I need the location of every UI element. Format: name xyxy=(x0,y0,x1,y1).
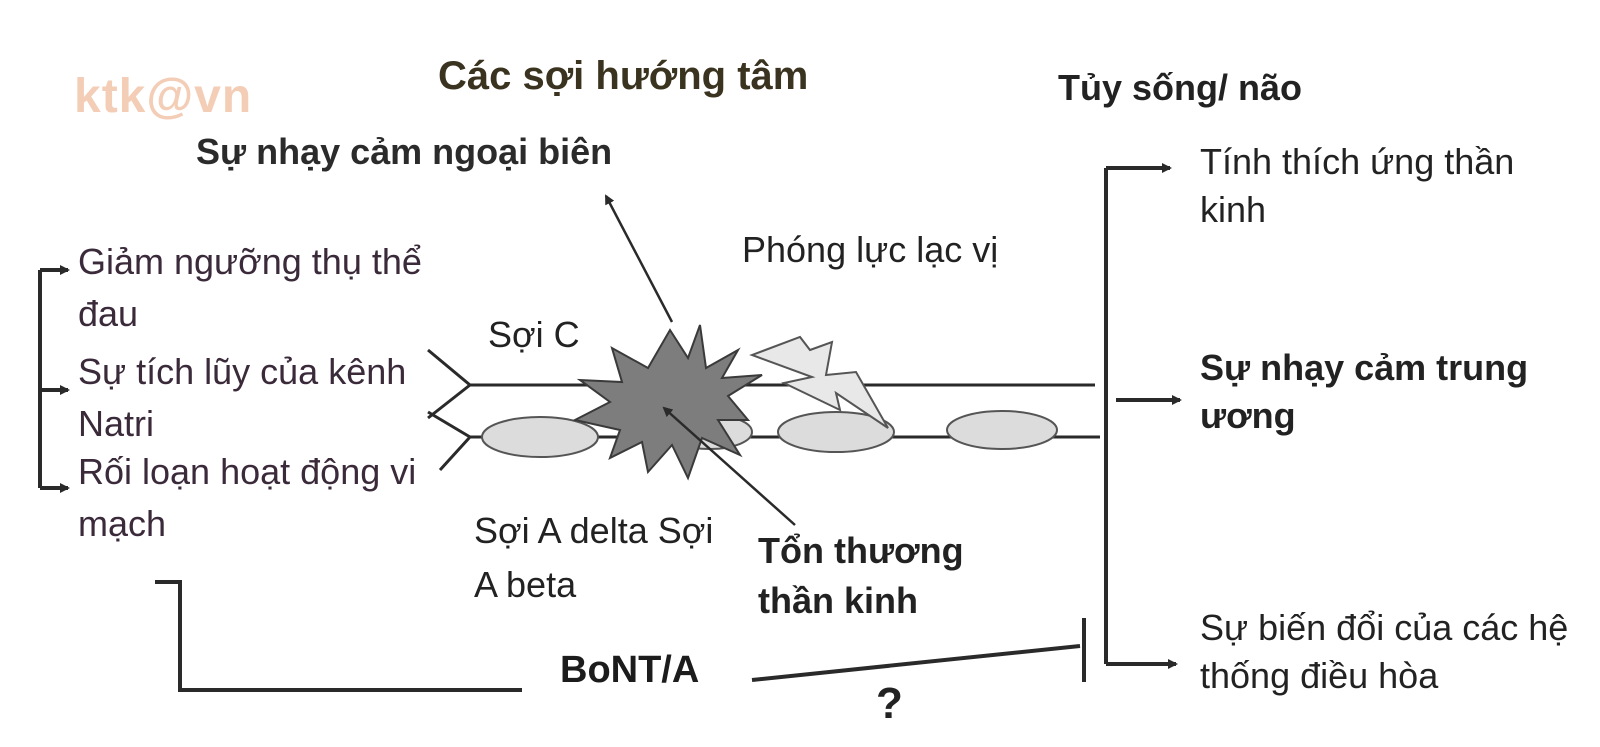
left-effect-microvascular: Rối loạn hoạt động vi mạch xyxy=(78,451,417,544)
arrow-injury-to-site xyxy=(662,406,796,526)
label-question-mark: ? xyxy=(876,679,903,728)
label-c-fiber: Sợi C xyxy=(488,314,580,355)
right-effect-excitability: Tính thích ứng thần kinh xyxy=(1200,141,1515,230)
label-nerve-injury: Tổn thương thần kinh xyxy=(758,530,964,621)
label-bont-a: BoNT/A xyxy=(560,649,700,691)
label-ectopic-discharge: Phóng lực lạc vị xyxy=(742,229,999,270)
myelin-sheaths xyxy=(481,410,1058,458)
bont-inhibition xyxy=(155,580,1086,692)
header-spinal-brain: Tủy sống/ não xyxy=(1058,67,1303,108)
header-afferent-fibers: Các sợi hướng tâm xyxy=(438,54,809,98)
label-peripheral-sensitization: Sự nhạy cảm ngoại biên xyxy=(196,131,613,172)
left-bracket xyxy=(38,265,70,493)
myelin-oval-1 xyxy=(481,416,599,458)
left-effect-nociceptor-threshold: Giảm ngưỡng thụ thể đau xyxy=(78,241,422,334)
watermark: ktk@vn xyxy=(74,70,253,123)
arrow-to-peripheral-sensitization xyxy=(604,194,674,323)
myelin-oval-4 xyxy=(946,410,1058,450)
right-effect-regulatory-changes: Sự biến đổi của các hệ thống điều hòa xyxy=(1200,607,1569,696)
myelin-oval-3 xyxy=(777,411,895,453)
left-effect-sodium-channels: Sự tích lũy của kênh Natri xyxy=(78,351,407,444)
bont-central-inhibition xyxy=(751,644,1081,682)
bont-peripheral-inhibition xyxy=(155,580,522,692)
right-bracket xyxy=(1104,163,1182,669)
label-a-delta-beta-fibers: Sợi A delta Sợi A beta xyxy=(474,510,714,605)
right-effect-central-sensitization: Sự nhạy cảm trung ương xyxy=(1200,347,1529,436)
lightning-icon xyxy=(749,335,889,429)
injury-star-icon xyxy=(572,324,763,481)
